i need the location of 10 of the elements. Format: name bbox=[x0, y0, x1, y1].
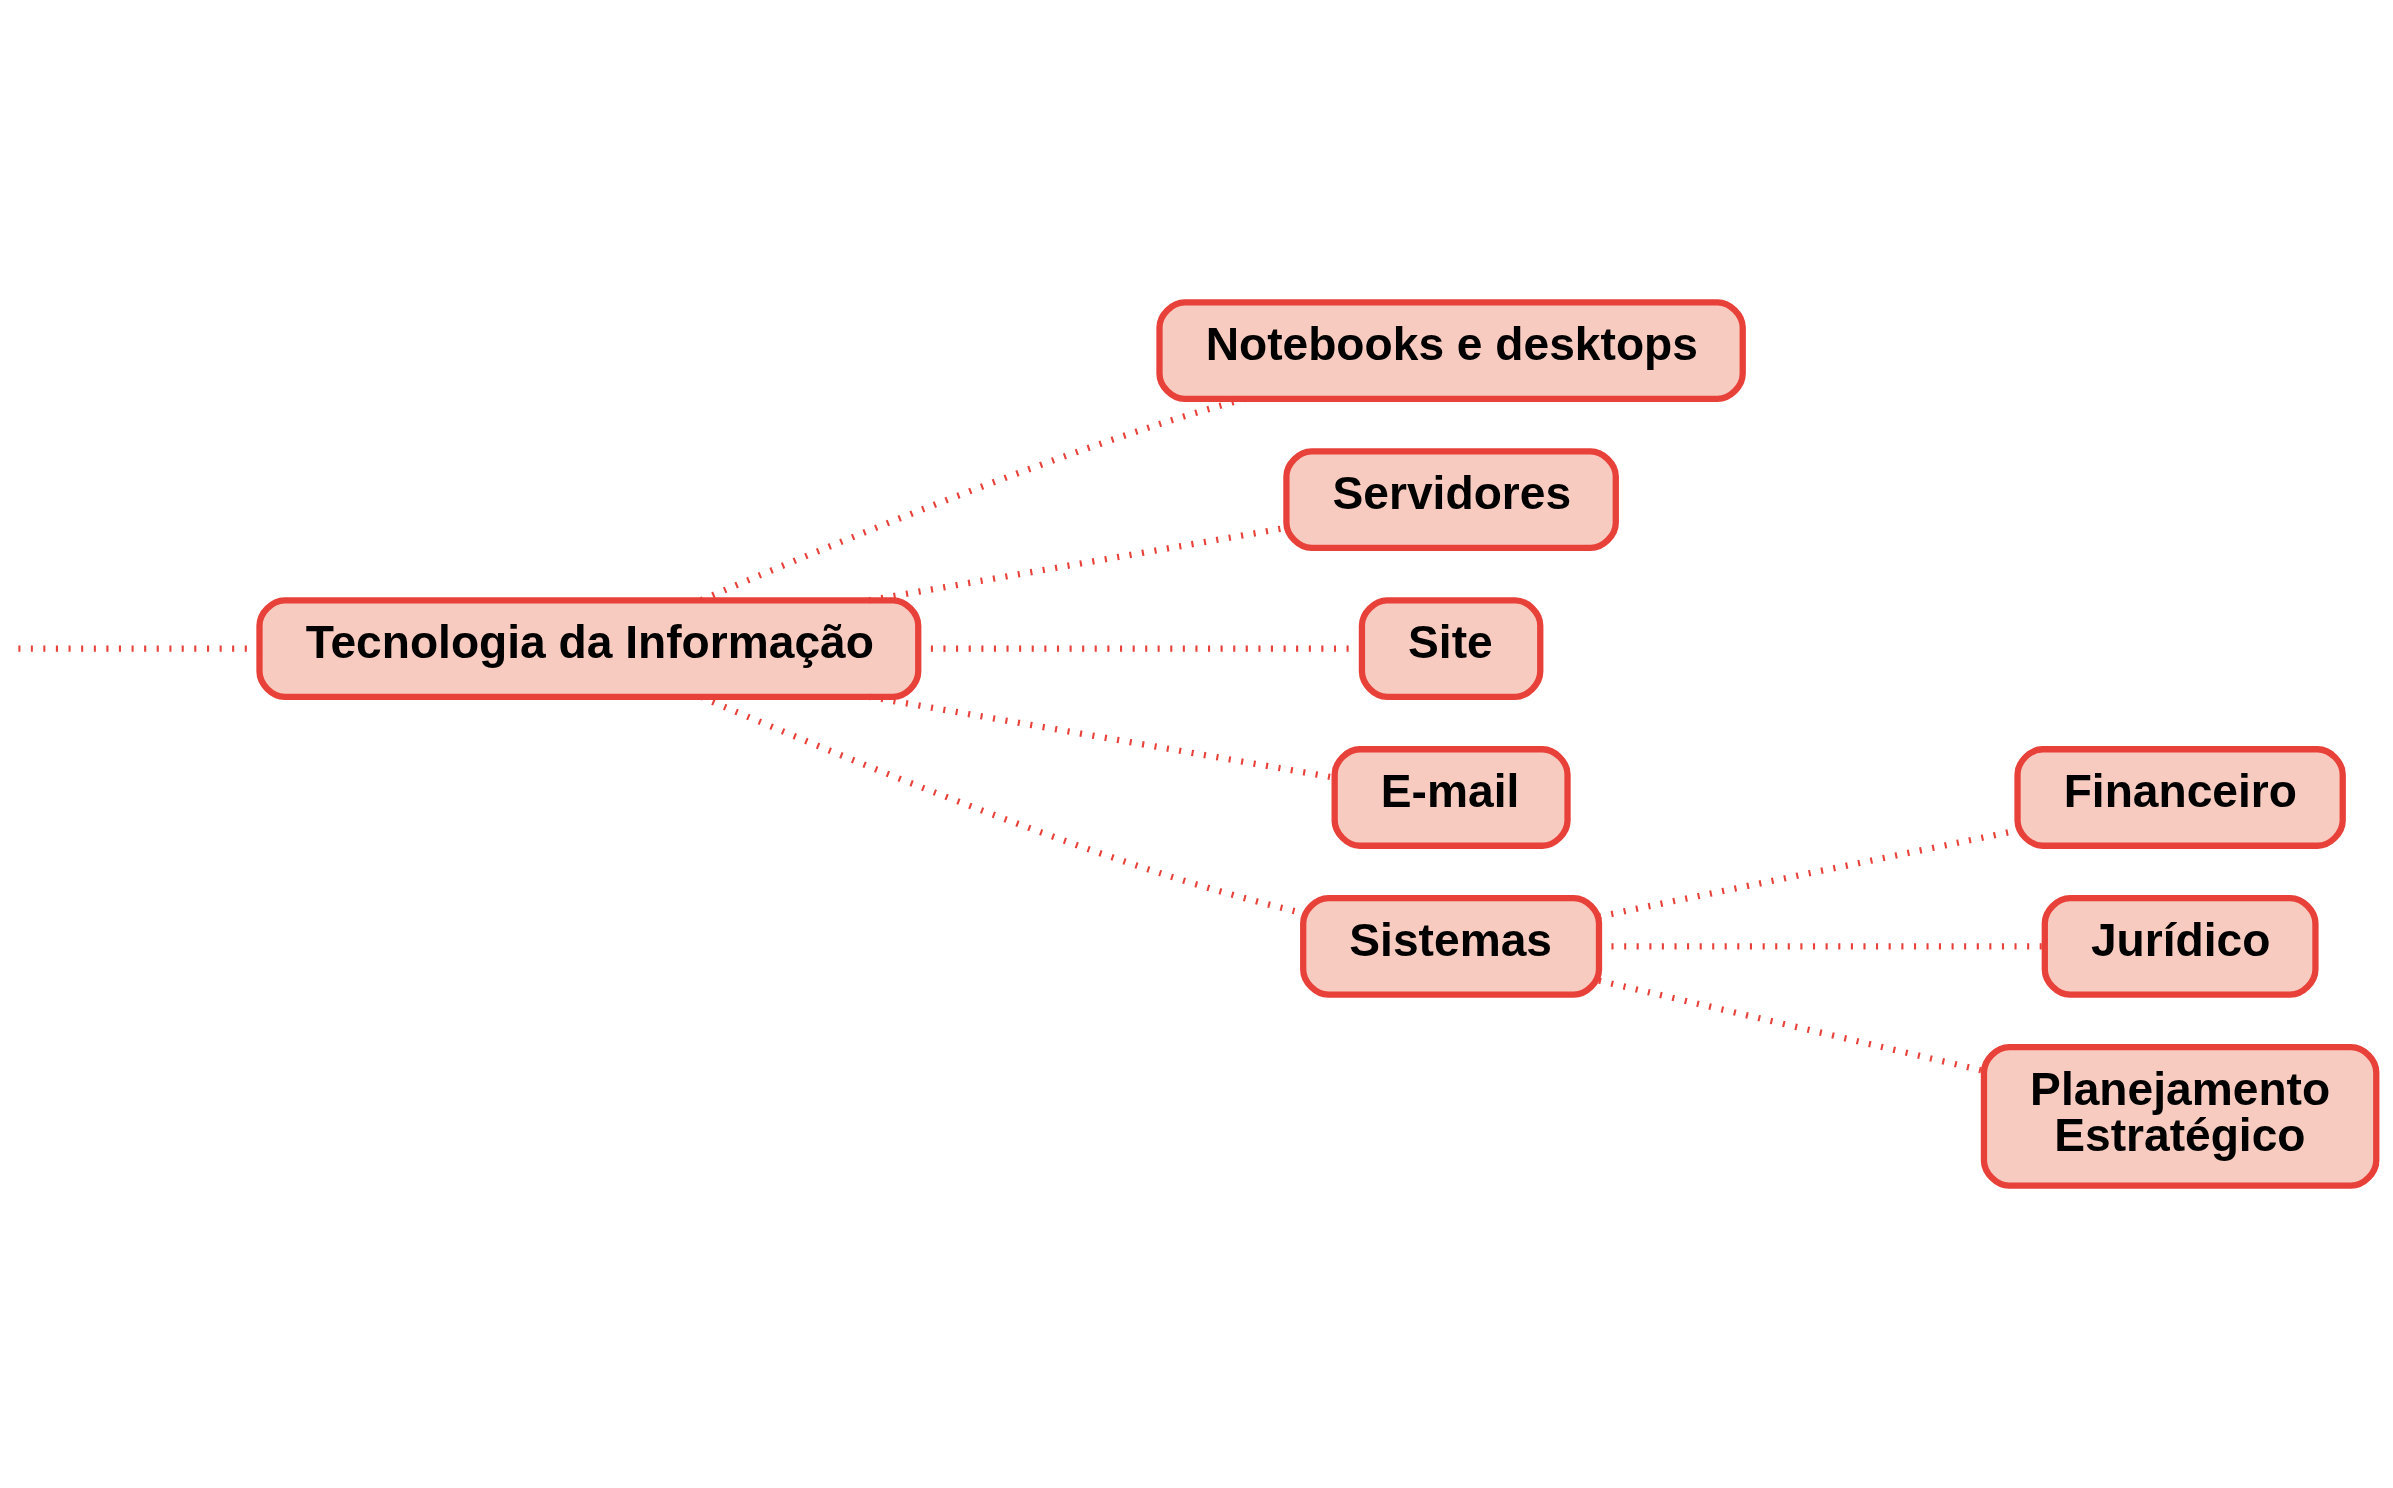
node-box: Planejamento Estratégico bbox=[1980, 1044, 2380, 1189]
node-box: Servidores bbox=[1283, 448, 1619, 551]
node-box: Site bbox=[1358, 597, 1544, 700]
node-box: E-mail bbox=[1331, 746, 1571, 849]
node-box: Sistemas bbox=[1300, 895, 1603, 998]
node-box: Notebooks e desktops bbox=[1156, 299, 1746, 403]
node-box: Jurídico bbox=[2041, 895, 2319, 998]
node-box: Tecnologia da Informação bbox=[256, 597, 922, 700]
connector bbox=[1598, 977, 1985, 1074]
node-box: Financeiro bbox=[2014, 746, 2346, 849]
